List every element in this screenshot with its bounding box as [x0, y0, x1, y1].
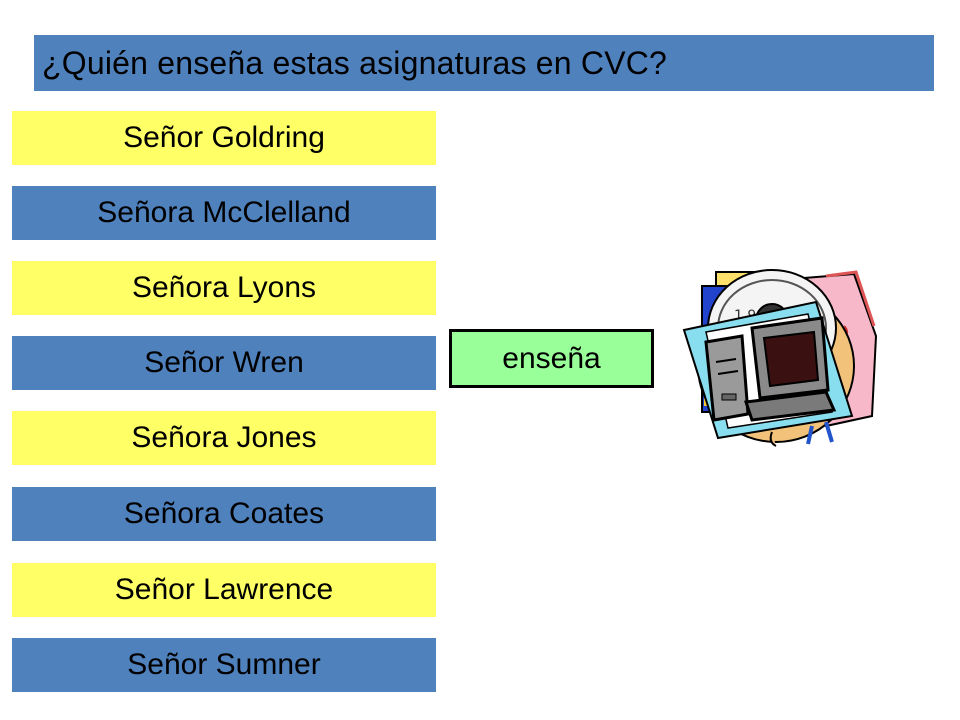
teacher-option-lyons[interactable]: Señora Lyons	[12, 261, 436, 315]
teacher-option-lawrence[interactable]: Señor Lawrence	[12, 563, 436, 617]
teacher-option-sumner[interactable]: Señor Sumner	[12, 638, 436, 692]
verb-box: enseña	[449, 329, 654, 388]
teacher-option-mcclelland[interactable]: Señora McClelland	[12, 186, 436, 240]
computer-clipart-icon: 1 9 8 0	[682, 269, 878, 447]
teacher-option-goldring[interactable]: Señor Goldring	[12, 111, 436, 165]
question-title: ¿Quién enseña estas asignaturas en CVC?	[34, 35, 934, 91]
teacher-option-wren[interactable]: Señor Wren	[12, 336, 436, 390]
teacher-option-jones[interactable]: Señora Jones	[12, 411, 436, 465]
teacher-option-coates[interactable]: Señora Coates	[12, 487, 436, 541]
